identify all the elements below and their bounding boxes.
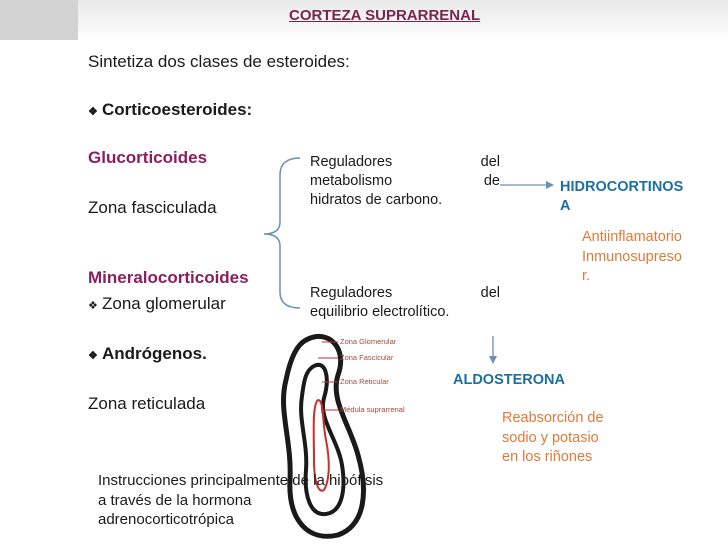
- box-carbohidratos: Reguladores del metabolismo de hidratos de…: [310, 153, 500, 210]
- label-medula: Médula suprarrenal: [340, 405, 405, 414]
- bullet-zona-glomerular: ❖ Zona glomerular: [88, 294, 226, 314]
- effect-line: Antiinflamatorio: [582, 229, 682, 245]
- label-zona-fascicular: Zona Fascicular: [340, 353, 394, 362]
- bullet-label: Zona glomerular: [102, 294, 226, 313]
- box1-line2b: de: [483, 173, 500, 189]
- hidrocortisona-line1: HIDROCORTINOS: [560, 179, 684, 195]
- box2-line1b: del: [480, 285, 500, 301]
- diamond-bullet-icon: ❖: [88, 106, 98, 118]
- effect-line: sodio y potasio: [502, 429, 599, 446]
- glucorticoides-heading: Glucorticoides: [88, 148, 208, 167]
- instructions-line: adrenocorticotrópica: [98, 511, 234, 528]
- box1-line3: hidratos de carbono.: [310, 192, 443, 208]
- diamond-bullet-icon: ❖: [88, 350, 98, 362]
- box2-line2: equilibrio electrolítico.: [310, 304, 450, 320]
- effect-line: Reabsorción de: [502, 410, 604, 426]
- zona-fasciculada-label: Zona fasciculada: [88, 198, 217, 217]
- zona-reticulada-label: Zona reticulada: [88, 394, 206, 413]
- aldosterona-effects: Reabsorción de sodio y potasio en los ri…: [502, 409, 604, 468]
- mineralocorticoides-heading: Mineralocorticoides: [88, 268, 249, 287]
- arrow-head-icon: [546, 181, 554, 189]
- box1-line1b: del: [480, 154, 500, 170]
- bullet-corticoesteroides: ❖ Corticoesteroides:: [88, 100, 252, 120]
- diamond-bullet-icon: ❖: [88, 300, 98, 312]
- arrow-head-icon: [489, 356, 497, 364]
- bullet-androgenos: ❖ Andrógenos.: [88, 344, 207, 364]
- effect-line: r.: [582, 268, 591, 284]
- inner-cortex-outline: [299, 362, 346, 517]
- medulla-outline: [312, 398, 330, 492]
- title-bar: [0, 0, 728, 40]
- instructions-note: Instrucciones principalmente de la hipóf…: [98, 471, 383, 530]
- title-bar-accent: [0, 0, 78, 40]
- outer-cortex-outline: [281, 333, 366, 539]
- instructions-line: Instrucciones principalmente de la hipóf…: [98, 472, 384, 489]
- effect-line: en los riñones: [502, 449, 593, 465]
- hidrocortisona-effects: Antiinflamatorio Inmunosupreso r.: [582, 228, 682, 287]
- label-zona-glomerular: Zona Glomerular: [340, 337, 397, 346]
- intro-text: Sintetiza dos clases de esteroides:: [88, 52, 350, 71]
- box-electrolitico: Reguladores del equilibrio electrolítico.: [310, 284, 500, 322]
- hidrocortisona-line2: A: [560, 198, 571, 214]
- page-title: CORTEZA SUPRARRENAL: [289, 7, 481, 24]
- effect-line: Inmunosupreso: [582, 248, 682, 265]
- bullet-label: Corticoesteroides:: [102, 100, 253, 119]
- adrenal-gland-diagram: Zona Glomerular Zona Fascicular Zona Ret…: [278, 330, 436, 546]
- aldosterona-label: ALDOSTERONA: [453, 372, 565, 388]
- box1-line1a: Reguladores: [310, 154, 393, 170]
- instructions-line: a través de la hormona: [98, 491, 252, 509]
- box2-line1a: Reguladores: [310, 285, 393, 301]
- label-zona-reticular: Zona Reticular: [340, 377, 389, 386]
- hidrocortisona-label: HIDROCORTINOS A: [560, 178, 683, 216]
- curly-brace-icon: [263, 157, 301, 309]
- box1-line2a: metabolismo: [310, 173, 393, 189]
- bullet-label: Andrógenos.: [102, 344, 207, 363]
